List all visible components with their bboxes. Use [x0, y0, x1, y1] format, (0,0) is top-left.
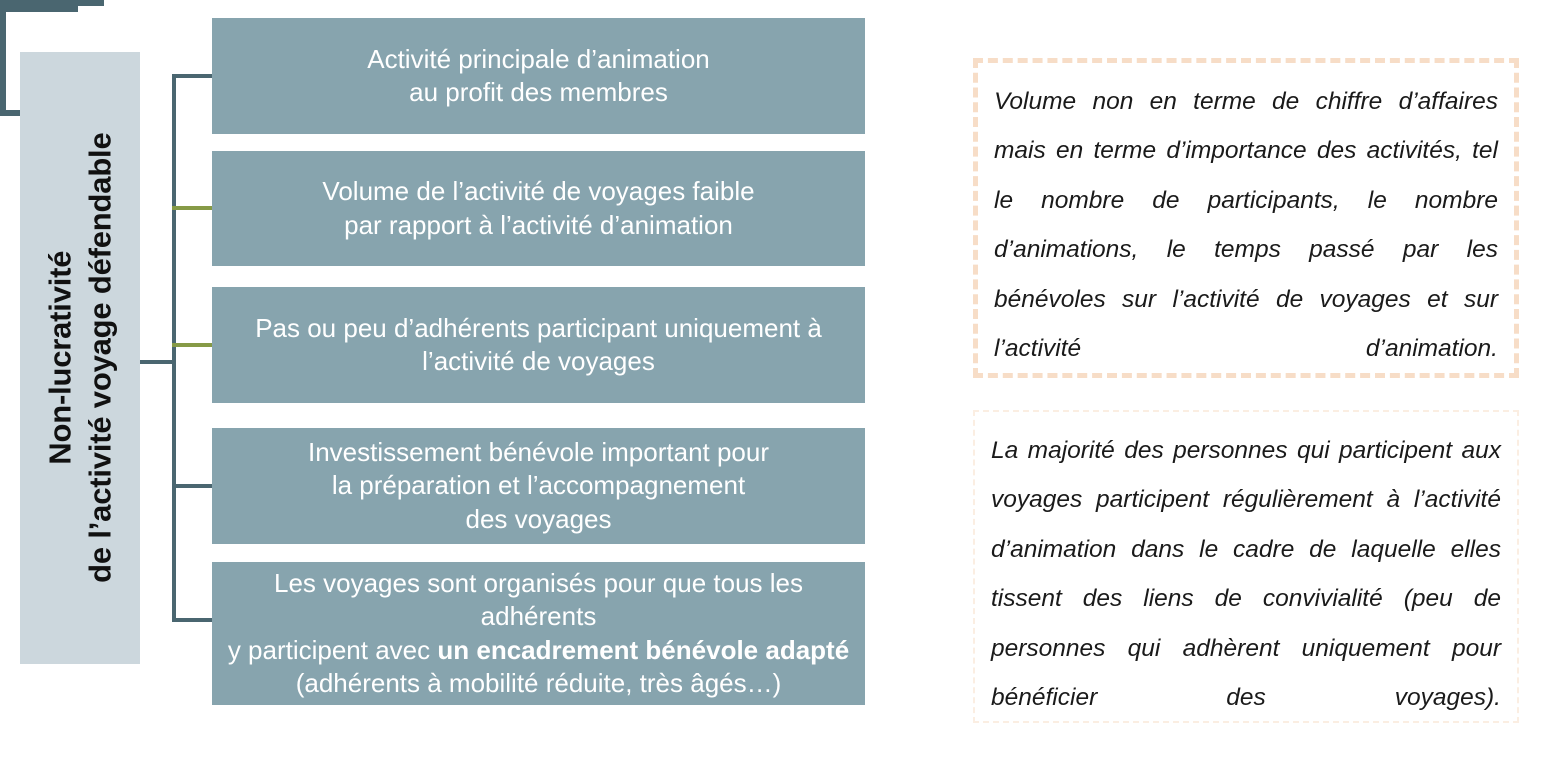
process-box-5-line-1: Les voyages sont organisés pour que tous… [273, 567, 803, 632]
process-box-4-line-2: la préparation et l’accompagnement [331, 470, 746, 501]
connector-branch-2 [172, 206, 214, 210]
connector-branch-5 [172, 618, 214, 622]
title-panel-text: Non-lucrativité de l’activité voyage déf… [40, 133, 119, 583]
process-box-2[interactable]: Volume de l’activité de voyages faible p… [212, 151, 865, 266]
connector-box3-to-callout2-segment-1 [0, 6, 78, 12]
connector-branch-3 [172, 343, 214, 347]
process-box-2-line-2: par rapport à l’activité d’animation [344, 209, 733, 240]
connector-trunk-stub [140, 360, 176, 364]
process-box-5-line-2-bold: un encadrement bénévole adapté [437, 634, 850, 665]
title-panel-line-1: Non-lucrativité [42, 250, 78, 466]
connector-box3-to-callout2-segment-2 [0, 12, 6, 110]
process-box-1-line-2: au profit des membres [409, 77, 668, 107]
connector-vertical-spine [172, 74, 176, 622]
process-box-4[interactable]: Investissement bénévole important pour l… [212, 428, 865, 544]
callout-box-1-text: Volume non en terme de chiffre d’affaire… [994, 88, 1498, 363]
connector-box3-to-callout2-segment-3 [0, 110, 36, 116]
process-box-1[interactable]: Activité principale d’animation au profi… [212, 18, 865, 134]
process-box-5[interactable]: Les voyages sont organisés pour que tous… [212, 562, 865, 705]
title-panel: Non-lucrativité de l’activité voyage déf… [20, 52, 140, 664]
connector-branch-1 [172, 74, 214, 78]
connector-box2-to-callout1 [0, 0, 104, 6]
process-box-3-line-1: Pas ou peu d’adhérents participant uniqu… [255, 312, 822, 343]
callout-box-2-text: La majorité des personnes qui participen… [991, 437, 1501, 712]
connector-branch-4 [172, 484, 214, 488]
process-box-5-line-2: y participent avec un encadrement bénévo… [226, 634, 851, 667]
diagram-canvas: Non-lucrativité de l’activité voyage déf… [0, 0, 1519, 723]
process-box-3[interactable]: Pas ou peu d’adhérents participant uniqu… [212, 287, 865, 403]
process-box-1-line-1: Activité principale d’animation [367, 43, 710, 74]
title-panel-line-2: de l’activité voyage défendable [82, 132, 118, 584]
process-box-5-line-3: (adhérents à mobilité réduite, très âgés… [295, 667, 782, 698]
process-box-3-line-2: l’activité de voyages [422, 346, 655, 376]
callout-box-2: La majorité des personnes qui participen… [973, 410, 1519, 723]
process-box-5-line-2-prefix: y participent avec [227, 634, 438, 665]
process-box-4-line-1: Investissement bénévole important pour [307, 437, 770, 468]
process-box-4-line-3: des voyages [465, 503, 612, 534]
process-box-2-line-1: Volume de l’activité de voyages faible [322, 176, 755, 207]
callout-box-1: Volume non en terme de chiffre d’affaire… [973, 58, 1519, 378]
